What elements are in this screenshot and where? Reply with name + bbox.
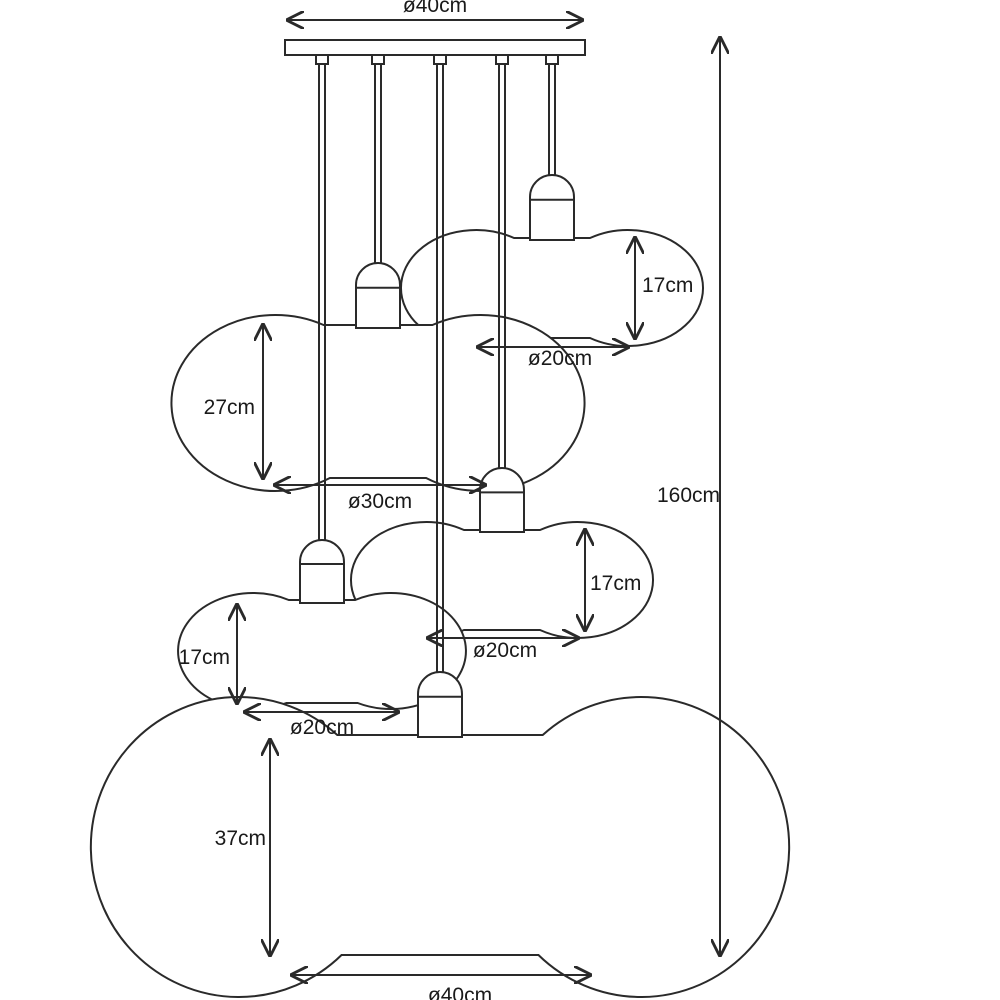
bottom-large-diameter-label: ø40cm: [428, 984, 492, 1000]
bottom-left-height-label: 17cm: [179, 646, 230, 669]
total-height-label: 160cm: [657, 484, 720, 507]
cable-connector: [545, 54, 559, 65]
cable-connector: [495, 54, 509, 65]
cable-connector: [371, 54, 385, 65]
glass-globe: [89, 696, 791, 998]
lamp-holder-cap: [417, 671, 463, 738]
cable-connector: [315, 54, 329, 65]
middle-right-height-label: 17cm: [590, 572, 641, 595]
pendant-bottom-left: [177, 54, 467, 710]
cable-connector: [433, 54, 447, 65]
large-left-diameter-label: ø30cm: [348, 490, 412, 513]
lamp-holder-cap: [299, 539, 345, 604]
canopy-width-label: ø40cm: [403, 0, 467, 17]
bottom-large-height-label: 37cm: [215, 827, 266, 850]
lamp-holder-cap: [529, 174, 575, 241]
pendant-top-right: [399, 54, 705, 347]
top-right-diameter-label: ø20cm: [528, 347, 592, 370]
top-right-height-label: 17cm: [642, 274, 693, 297]
bottom-left-diameter-label: ø20cm: [290, 716, 354, 739]
lamp-holder-cap: [355, 262, 401, 329]
ceiling-canopy: [284, 39, 586, 56]
large-left-height-label: 27cm: [204, 396, 255, 419]
lamp-holder-cap: [479, 467, 525, 533]
middle-right-diameter-label: ø20cm: [473, 639, 537, 662]
pendant-large-left: [170, 54, 586, 492]
